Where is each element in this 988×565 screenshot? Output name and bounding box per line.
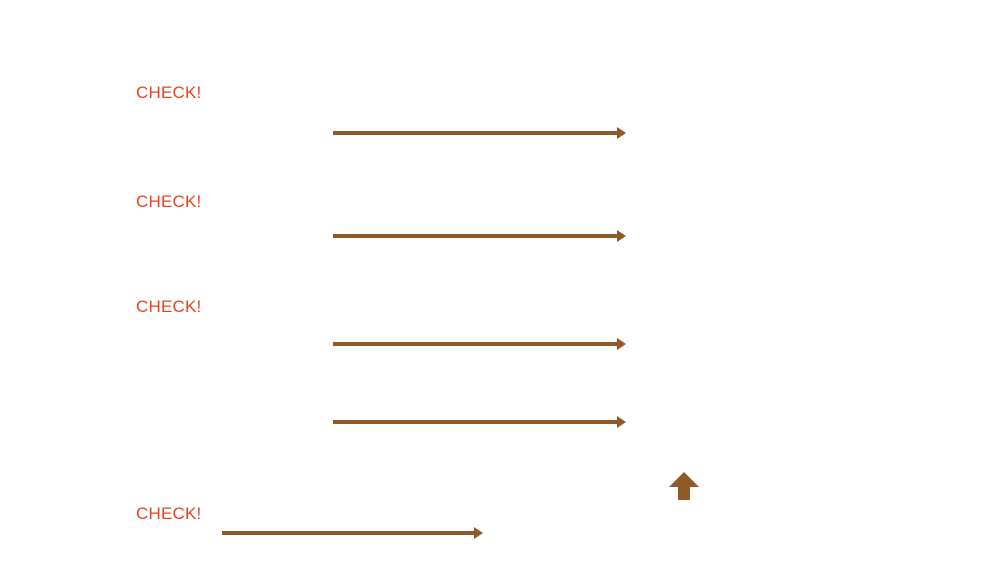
up-arrow-icon	[669, 472, 699, 500]
right-arrow-icon-1	[333, 127, 626, 139]
check-label-1: CHECK!	[136, 83, 202, 102]
check-label-2: CHECK!	[136, 192, 202, 211]
check-label-3: CHECK!	[136, 297, 202, 316]
right-arrow-icon-2	[333, 230, 626, 242]
right-arrow-icon-5	[222, 527, 483, 539]
check-label-4: CHECK!	[136, 504, 202, 523]
right-arrow-icon-3	[333, 338, 626, 350]
right-arrow-icon-4	[333, 416, 626, 428]
